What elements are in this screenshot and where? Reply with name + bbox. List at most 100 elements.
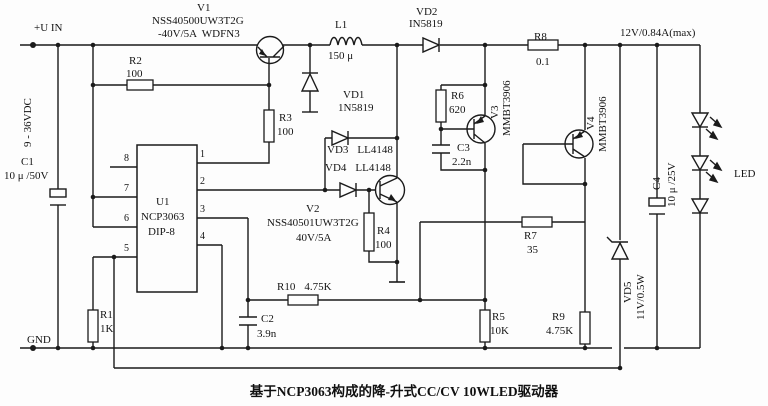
r4-value-label: 100 <box>375 239 392 251</box>
v3-ref-label: V3 <box>489 105 501 119</box>
resistor-r2-symbol <box>126 79 154 91</box>
r6-ref-label: R6 <box>451 90 464 102</box>
v1-part-label: NSS40500UW3T2G <box>152 15 244 27</box>
diode-vd1-symbol <box>300 72 320 113</box>
schematic-caption: 基于NCP3063构成的降-升式CC/CV 10WLED驱动器 <box>249 384 559 399</box>
u1-pin-5-label: 5 <box>124 243 129 254</box>
diode-vd4-symbol <box>339 181 358 199</box>
resistor-r3-symbol <box>263 109 275 143</box>
resistor-symbols <box>87 39 591 345</box>
led-label: LED <box>734 168 756 180</box>
vd3-ref-label: VD3 <box>327 144 349 156</box>
u1-pin-6-label: 6 <box>124 213 129 224</box>
r5-value-label: 10K <box>490 325 509 337</box>
vd2-ref-label: VD2 <box>416 6 438 18</box>
r4-ref-label: R4 <box>377 225 390 237</box>
r2-ref-label: R2 <box>129 55 142 67</box>
u1-package-label: DIP-8 <box>148 226 175 238</box>
ground-label: GND <box>27 334 51 346</box>
r10-ref-label: R10 <box>277 281 296 293</box>
r6-value-label: 620 <box>449 104 466 116</box>
ic-u1-body <box>136 144 198 293</box>
vd5-rating-label: 11V/0.5W <box>635 274 647 320</box>
u1-pin-4-label: 4 <box>200 231 205 242</box>
capacitor-c1-symbol <box>49 188 67 206</box>
input-range-label: 9 - 36VDC <box>22 98 34 147</box>
diode-symbols <box>300 36 630 260</box>
diode-vd3-symbol <box>331 129 350 147</box>
v3-part-label: MMBT3906 <box>501 80 513 136</box>
r2-value-label: 100 <box>126 68 143 80</box>
v2-part-label: NSS40501UW3T2G <box>267 217 359 229</box>
resistor-r10-symbol <box>287 294 319 306</box>
u1-part-label: NCP3063 <box>141 211 185 223</box>
u1-pin-1-label: 1 <box>200 149 205 160</box>
u1-pin-3-label: 3 <box>200 204 205 215</box>
vd3-part-label: LL4148 <box>357 144 393 156</box>
v4-part-label: MMBT3906 <box>597 96 609 152</box>
c3-ref-label: C3 <box>457 142 470 154</box>
inductor-l1-symbol <box>329 36 363 46</box>
resistor-r4-symbol <box>363 212 375 252</box>
l1-ref-label: L1 <box>335 19 348 31</box>
vd3-label: VD3 LL4148 <box>327 144 393 157</box>
vd5-ref-label: VD5 <box>622 281 634 303</box>
resistor-r6-symbol <box>435 89 447 123</box>
v1-ref-label: V1 <box>197 2 211 14</box>
capacitor-c2-symbol <box>239 316 257 326</box>
vd4-part-label: LL4148 <box>355 162 391 174</box>
r9-value-label: 4.75K <box>546 325 574 337</box>
transistor-symbols <box>255 35 594 206</box>
l1-value-label: 150 μ <box>328 50 354 62</box>
transistor-v4-symbol <box>564 129 594 159</box>
resistor-r9-symbol <box>579 311 591 345</box>
resistor-r1-symbol <box>87 309 99 343</box>
wire-layer <box>20 44 701 369</box>
c2-value-label: 3.9n <box>257 328 277 340</box>
capacitor-symbols <box>49 144 666 326</box>
r5-ref-label: R5 <box>492 311 505 323</box>
vd4-label: VD4 LL4148 <box>325 162 391 175</box>
r10-label: R10 4.75K <box>277 281 332 294</box>
led-2-symbol <box>690 155 723 184</box>
resistor-r7-symbol <box>521 216 553 228</box>
led-3-symbol <box>690 198 710 215</box>
c1-ref-label: C1 <box>21 156 34 168</box>
vd1-ref-label: VD1 <box>343 89 365 101</box>
transistor-v1-symbol <box>255 35 285 65</box>
r1-value-label: 1K <box>100 323 114 335</box>
diode-vd2-symbol <box>422 36 441 54</box>
u1-ref-label: U1 <box>156 196 170 208</box>
led-1-symbol <box>690 112 723 141</box>
junction-dots <box>30 42 660 371</box>
r3-ref-label: R3 <box>279 112 292 124</box>
c1-value-label: 10 μ /50V <box>4 170 49 182</box>
transistor-v3-symbol <box>466 114 496 144</box>
capacitor-c3-symbol <box>432 144 450 154</box>
c2-ref-label: C2 <box>261 313 274 325</box>
r10-value-label: 4.75K <box>304 281 332 293</box>
resistor-r5-symbol <box>479 309 491 343</box>
r8-value-label: 0.1 <box>536 56 550 68</box>
vd2-part-label: IN5819 <box>409 18 443 30</box>
u1-pin-2-label: 2 <box>200 176 205 187</box>
zener-vd5-symbol <box>606 236 630 260</box>
r3-value-label: 100 <box>277 126 294 138</box>
led-string-symbol <box>690 112 723 215</box>
resistor-r8-symbol <box>527 39 559 51</box>
c3-value-label: 2.2n <box>452 156 472 168</box>
transistor-v2-symbol <box>374 174 406 206</box>
input-terminal-label: +U IN <box>34 22 63 34</box>
vd4-ref-label: VD4 <box>325 162 347 174</box>
v1-rating-label: -40V/5A WDFN3 <box>158 28 240 40</box>
v4-ref-label: V4 <box>585 116 597 130</box>
r1-ref-label: R1 <box>100 309 113 321</box>
r7-ref-label: R7 <box>524 230 537 242</box>
v2-ref-label: V2 <box>306 203 320 215</box>
c4-ref-label: C4 <box>651 177 663 190</box>
r9-ref-label: R9 <box>552 311 565 323</box>
vd1-part-label: 1N5819 <box>338 102 374 114</box>
c4-value-label: 10 μ /25V <box>666 162 678 207</box>
